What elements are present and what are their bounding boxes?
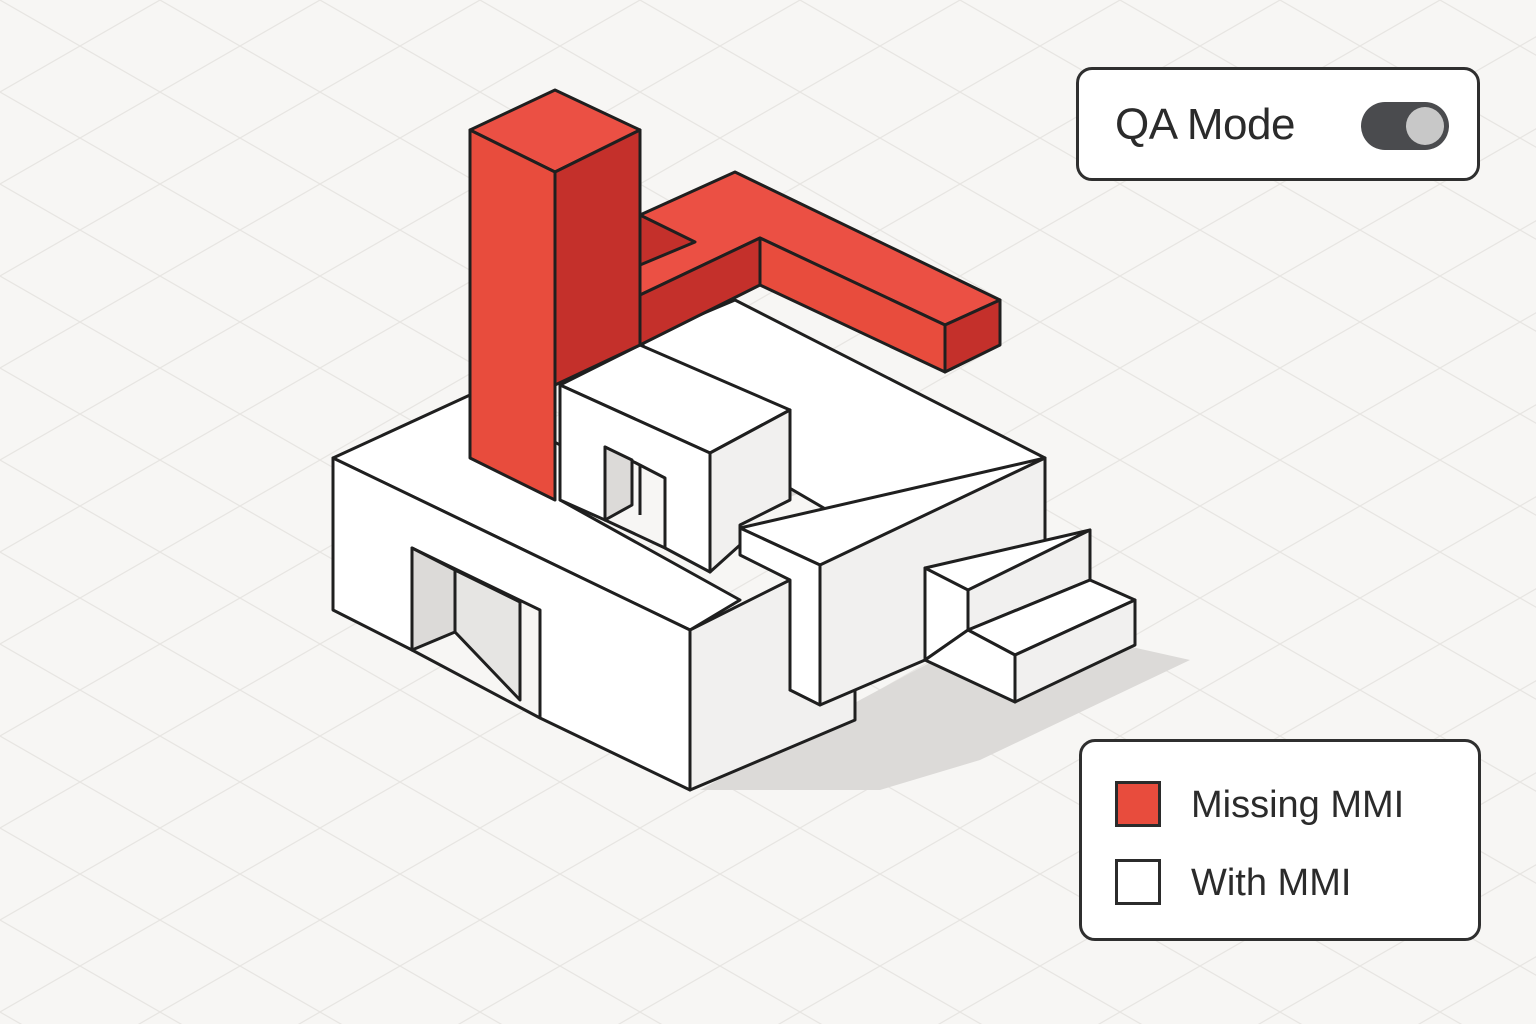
toggle-switch-icon <box>1406 107 1444 145</box>
qa-mode-panel: QA Mode <box>1076 67 1480 181</box>
qa-mode-label: QA Mode <box>1115 100 1295 149</box>
legend-panel: Missing MMI With MMI <box>1079 739 1481 941</box>
red-tower-front <box>468 128 557 502</box>
red-arm-end <box>943 298 1002 374</box>
stairs <box>923 528 1137 704</box>
mid-block-right-face <box>708 408 792 574</box>
red-arm <box>638 170 1002 374</box>
building-model <box>331 88 1137 792</box>
red-tower <box>468 88 642 502</box>
qa-mode-toggle[interactable] <box>1361 102 1449 150</box>
stair-lower-side <box>1013 598 1137 704</box>
legend-label: With MMI <box>1191 862 1352 904</box>
missing-mmi-swatch-icon <box>1115 781 1161 827</box>
legend-label: Missing MMI <box>1191 784 1405 826</box>
with-mmi-swatch-icon <box>1115 859 1161 905</box>
red-tower-side <box>553 128 642 387</box>
mid-door-side <box>603 445 634 522</box>
main-block <box>331 393 857 792</box>
